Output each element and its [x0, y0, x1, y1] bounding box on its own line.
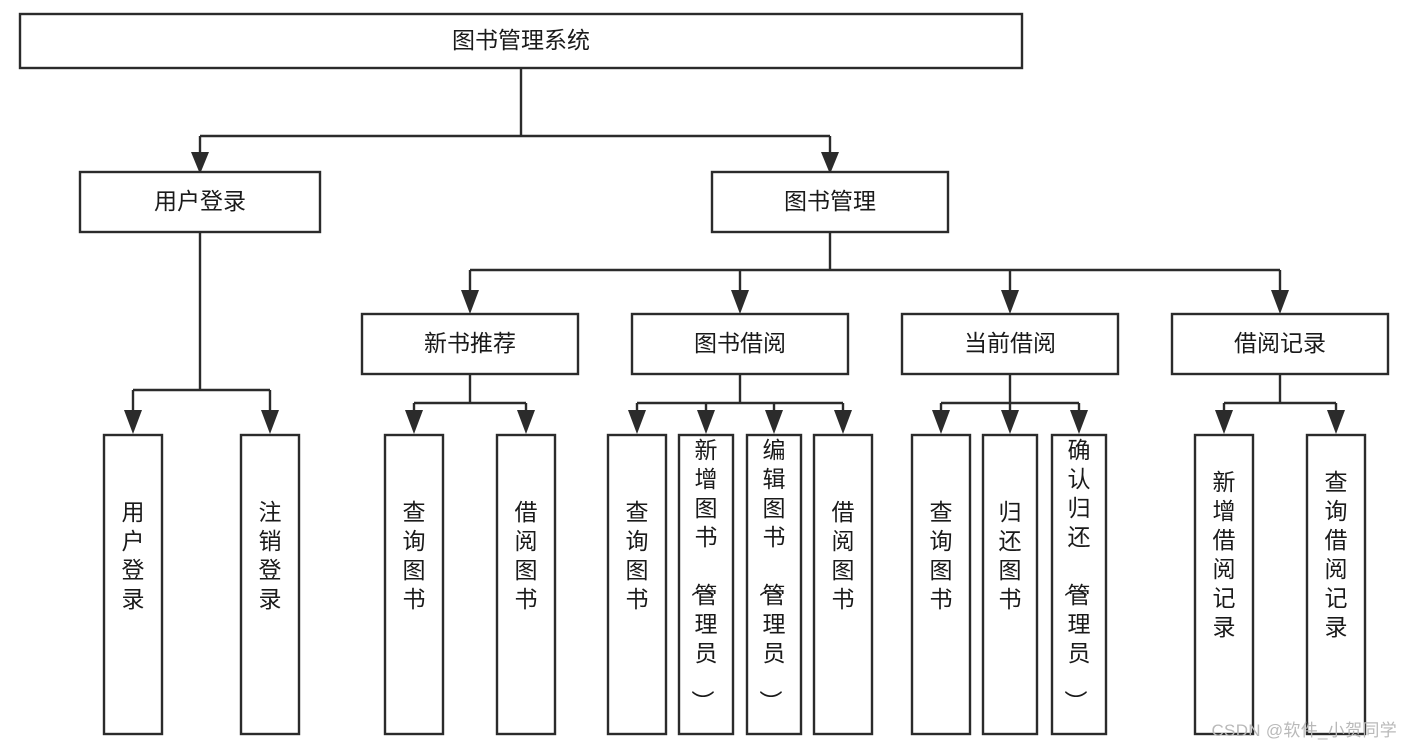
arrow-head-leaf7: [765, 410, 783, 434]
node-leaf1-label: 用户登录: [122, 499, 145, 612]
node-newbook[interactable]: 新书推荐: [360, 312, 580, 376]
node-leaf8-label: 借阅图书: [832, 499, 855, 612]
arrow-head-leaf3: [405, 410, 423, 434]
arrow-head-newbook: [461, 290, 479, 314]
arrow-head-leaf11: [1070, 410, 1088, 434]
node-login-label: 用户登录: [154, 188, 246, 214]
node-leaf4-box[interactable]: [495, 433, 557, 736]
node-leaf4[interactable]: 借阅图书: [495, 433, 557, 736]
node-leaf7[interactable]: 编辑图书（管理员）: [745, 433, 803, 736]
node-leaf11-label: 确认归还（管理员）: [1063, 437, 1091, 713]
node-leaf3-label: 查询图书: [403, 499, 426, 612]
node-leaf2[interactable]: 注销登录: [239, 433, 301, 736]
node-leaf12-label: 新增借阅记录: [1213, 469, 1236, 640]
node-leaf10-label: 归还图书: [999, 499, 1022, 612]
node-leaf12-box[interactable]: [1193, 433, 1255, 736]
node-leaf1[interactable]: 用户登录: [102, 433, 164, 736]
node-leaf2-box[interactable]: [239, 433, 301, 736]
node-leaf10[interactable]: 归还图书: [981, 433, 1039, 736]
node-borrow-label: 图书借阅: [694, 330, 786, 356]
node-leaf11[interactable]: 确认归还（管理员）: [1050, 433, 1108, 736]
node-leaf6-box[interactable]: [677, 433, 735, 736]
arrow-head-borrow: [731, 290, 749, 314]
node-bookmgmt-box[interactable]: [710, 170, 950, 234]
node-leaf12[interactable]: 新增借阅记录: [1193, 433, 1255, 736]
node-leaf8[interactable]: 借阅图书: [812, 433, 874, 736]
node-leaf1-box[interactable]: [102, 433, 164, 736]
node-leaf8-box[interactable]: [812, 433, 874, 736]
node-root-box[interactable]: [18, 12, 1024, 70]
node-root[interactable]: 图书管理系统: [18, 12, 1024, 70]
arrow-head-leaf5: [628, 410, 646, 434]
arrow-head-leaf8: [834, 410, 852, 434]
node-records[interactable]: 借阅记录: [1170, 312, 1390, 376]
arrow-head-login: [191, 152, 209, 174]
node-login[interactable]: 用户登录: [78, 170, 322, 234]
arrow-head-current: [1001, 290, 1019, 314]
node-current[interactable]: 当前借阅: [900, 312, 1120, 376]
node-records-box[interactable]: [1170, 312, 1390, 376]
node-leaf13-box[interactable]: [1305, 433, 1367, 736]
arrow-head-leaf1: [124, 410, 142, 434]
node-leaf3-box[interactable]: [383, 433, 445, 736]
connector-layer: [124, 68, 1345, 434]
node-leaf11-box[interactable]: [1050, 433, 1108, 736]
node-bookmgmt[interactable]: 图书管理: [710, 170, 950, 234]
node-leaf2-label: 注销登录: [259, 499, 282, 612]
node-leaf5-box[interactable]: [606, 433, 668, 736]
node-leaf9-label: 查询图书: [930, 499, 953, 612]
arrow-head-bookmgmt: [821, 152, 839, 174]
node-leaf4-label: 借阅图书: [515, 499, 538, 612]
node-leaf5-label: 查询图书: [626, 499, 649, 612]
arrow-head-leaf13: [1327, 410, 1345, 434]
node-leaf9-box[interactable]: [910, 433, 972, 736]
arrow-head-leaf2: [261, 410, 279, 434]
arrow-head-leaf6: [697, 410, 715, 434]
node-newbook-label: 新书推荐: [424, 330, 516, 356]
node-leaf6[interactable]: 新增图书（管理员）: [677, 433, 735, 736]
node-borrow-box[interactable]: [630, 312, 850, 376]
node-records-label: 借阅记录: [1234, 330, 1326, 356]
node-login-box[interactable]: [78, 170, 322, 234]
node-leaf10-box[interactable]: [981, 433, 1039, 736]
arrow-head-leaf12: [1215, 410, 1233, 434]
arrow-head-leaf4: [517, 410, 535, 434]
node-newbook-box[interactable]: [360, 312, 580, 376]
node-current-box[interactable]: [900, 312, 1120, 376]
node-leaf6-label: 新增图书（管理员）: [690, 437, 718, 713]
node-leaf7-box[interactable]: [745, 433, 803, 736]
arrow-head-leaf9: [932, 410, 950, 434]
node-leaf3[interactable]: 查询图书: [383, 433, 445, 736]
node-leaf13[interactable]: 查询借阅记录: [1305, 433, 1367, 736]
node-leaf5[interactable]: 查询图书: [606, 433, 668, 736]
arrow-head-leaf10: [1001, 410, 1019, 434]
node-leaf13-label: 查询借阅记录: [1325, 469, 1348, 640]
node-bookmgmt-label: 图书管理: [784, 188, 876, 214]
node-borrow[interactable]: 图书借阅: [630, 312, 850, 376]
arrow-head-records: [1271, 290, 1289, 314]
node-current-label: 当前借阅: [964, 330, 1056, 356]
node-root-label: 图书管理系统: [452, 27, 590, 53]
node-leaf7-label: 编辑图书（管理员）: [758, 437, 786, 713]
node-leaf9[interactable]: 查询图书: [910, 433, 972, 736]
